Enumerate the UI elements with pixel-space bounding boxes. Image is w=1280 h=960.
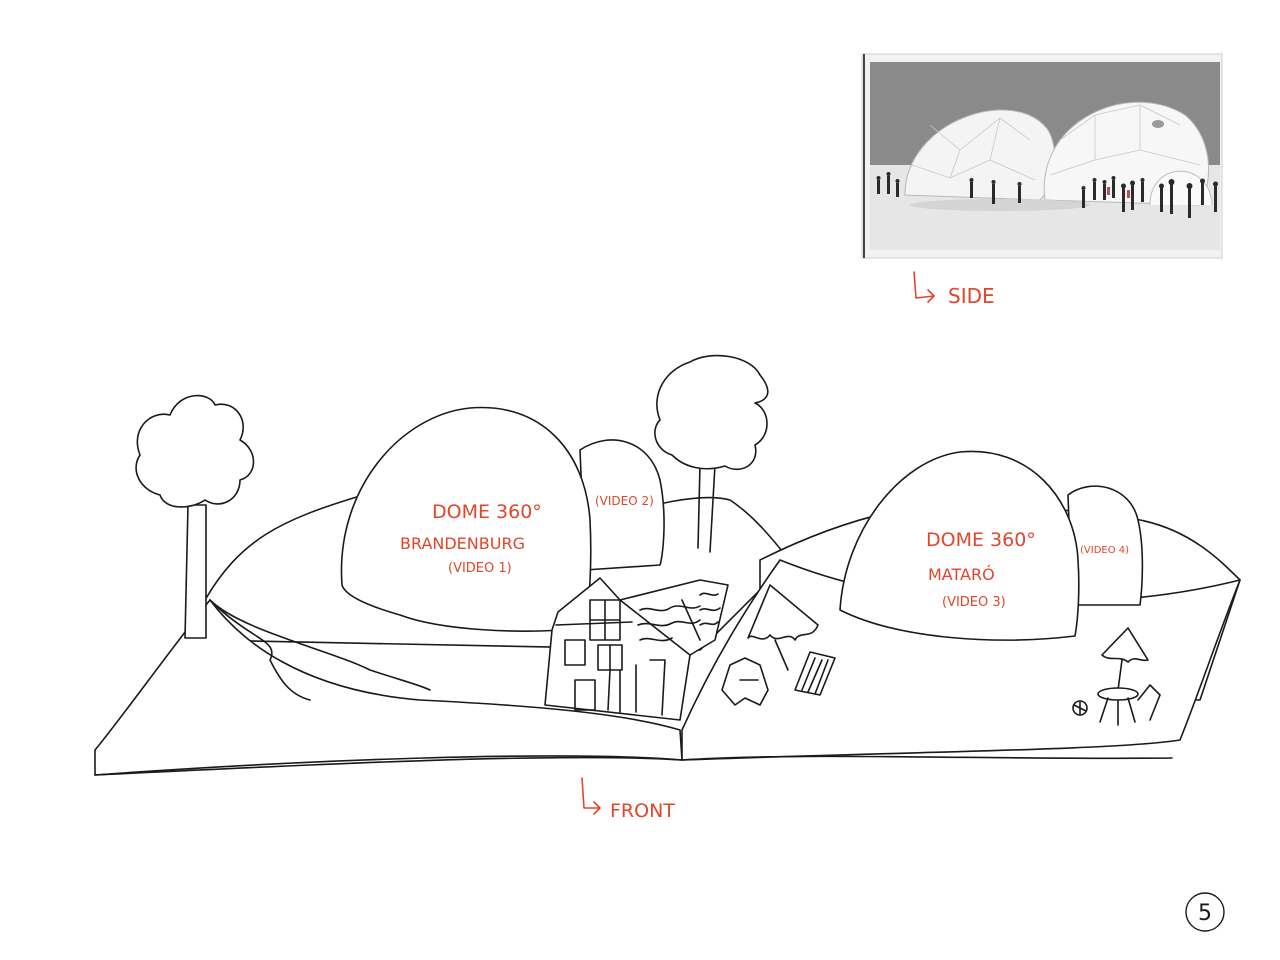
dome-right-annex-video: (VIDEO 4) xyxy=(1080,545,1129,556)
front-arrow-icon xyxy=(581,777,601,815)
page-number-badge xyxy=(1185,892,1225,932)
dome-left-location: BRANDENBURG xyxy=(400,534,525,553)
table-umbrella-icon xyxy=(1072,627,1161,726)
page-number: 5 xyxy=(1198,901,1212,926)
dome-right-annex xyxy=(1067,485,1144,606)
side-caption: SIDE xyxy=(948,284,995,308)
dome-right xyxy=(839,450,1080,641)
dome-right-title: DOME 360° xyxy=(926,529,1036,551)
dome-left-title: DOME 360° xyxy=(432,501,542,523)
dome-right-video: (VIDEO 3) xyxy=(942,595,1006,610)
dome-left-annex-video: (VIDEO 2) xyxy=(595,494,654,508)
front-caption: FRONT xyxy=(610,800,675,822)
dome-left xyxy=(340,406,592,632)
umbrella-chair-icon xyxy=(721,584,836,706)
side-arrow-icon xyxy=(913,271,935,303)
dome-left-annex xyxy=(579,439,665,571)
tree-center-icon xyxy=(654,354,769,553)
side-reference-photo xyxy=(861,53,1223,259)
house-icon xyxy=(544,577,729,721)
dome-right-location: MATARÓ xyxy=(928,565,995,584)
tree-left-icon xyxy=(135,394,255,639)
dome-left-video: (VIDEO 1) xyxy=(448,561,512,576)
